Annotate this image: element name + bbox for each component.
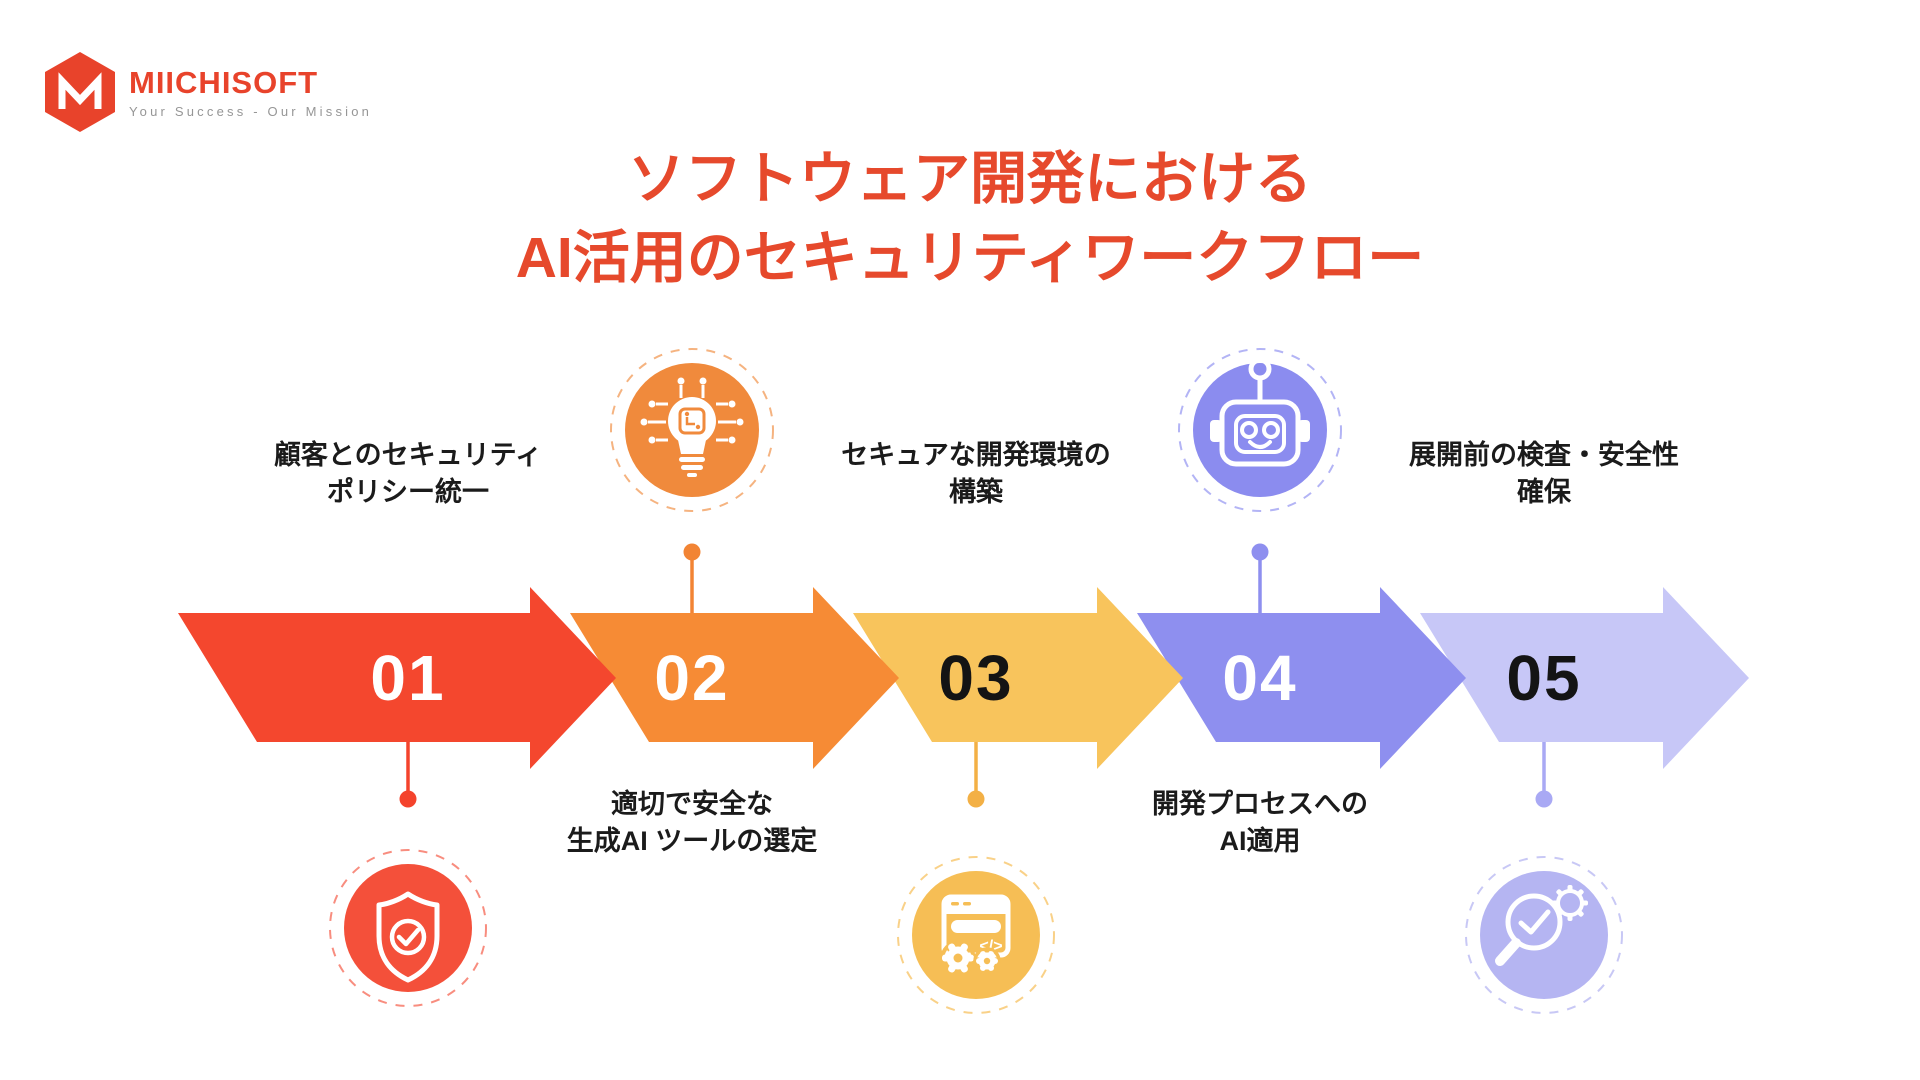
- connector-step-3: [967, 742, 985, 808]
- ai-chip-lightbulb-icon: [610, 348, 774, 512]
- dashed-ring: [329, 849, 487, 1007]
- gear-part: [1552, 885, 1588, 921]
- miichisoft-logo: MIICHISOFT Your Success - Our Mission: [45, 52, 372, 132]
- connector-step-4: [1251, 543, 1269, 613]
- step-2-label: 適切で安全な 生成AI ツールの選定: [566, 789, 818, 856]
- connector-step-5: [1535, 742, 1553, 808]
- step-3-label: セキュアな開発環境の 構築: [841, 440, 1111, 507]
- connector-step-2: [683, 543, 701, 613]
- page-title-line1: ソフトウェア開発における: [628, 147, 1312, 211]
- icon-circle: [912, 871, 1040, 999]
- connector-dot: [683, 543, 701, 561]
- arrow-step-3: [853, 587, 1183, 769]
- arrow-row: [178, 587, 1749, 769]
- logo-company-name: MIICHISOFT: [129, 64, 319, 100]
- hexagon-m-logo-icon: [45, 52, 115, 132]
- connector-dot: [967, 790, 985, 808]
- connector-dot: [1251, 543, 1269, 561]
- arrow-step-1: [178, 587, 616, 769]
- dashed-ring: [1465, 856, 1623, 1014]
- search-check-gear-icon: [1465, 856, 1623, 1014]
- step-5-label: 展開前の検査・安全性 確保: [1409, 440, 1679, 507]
- step-3-number: 03: [938, 642, 1014, 714]
- arrow-step-2: [570, 587, 899, 769]
- step-2-number: 02: [654, 642, 730, 714]
- connector-step-1: [399, 742, 417, 808]
- icon-circle: [344, 864, 472, 992]
- connector-dot: [1535, 790, 1553, 808]
- shield-check-icon: [329, 849, 487, 1007]
- step-5-number: 05: [1506, 642, 1582, 714]
- page-title-line2: AI活用のセキュリティワークフロー: [515, 226, 1425, 290]
- connector-dot: [399, 790, 417, 808]
- step-4-number: 04: [1222, 642, 1298, 714]
- logo-tagline: Your Success - Our Mission: [129, 103, 373, 119]
- arrow-step-5: [1420, 587, 1749, 769]
- dashed-ring: [1178, 348, 1342, 512]
- step-1-label: 顧客とのセキュリティ ポリシー統一: [273, 440, 543, 507]
- step-4-label: 開発プロセスへの AI適用: [1152, 789, 1368, 856]
- arrow-step-4: [1137, 587, 1466, 769]
- page-title: ソフトウェア開発における AI活用のセキュリティワークフロー: [0, 140, 1920, 298]
- robot-icon: [1178, 348, 1342, 512]
- step-1-number: 01: [370, 642, 446, 714]
- dashed-ring: [610, 348, 774, 512]
- dashed-ring: [897, 856, 1055, 1014]
- browser-code-gears-icon: </>: [897, 856, 1055, 1014]
